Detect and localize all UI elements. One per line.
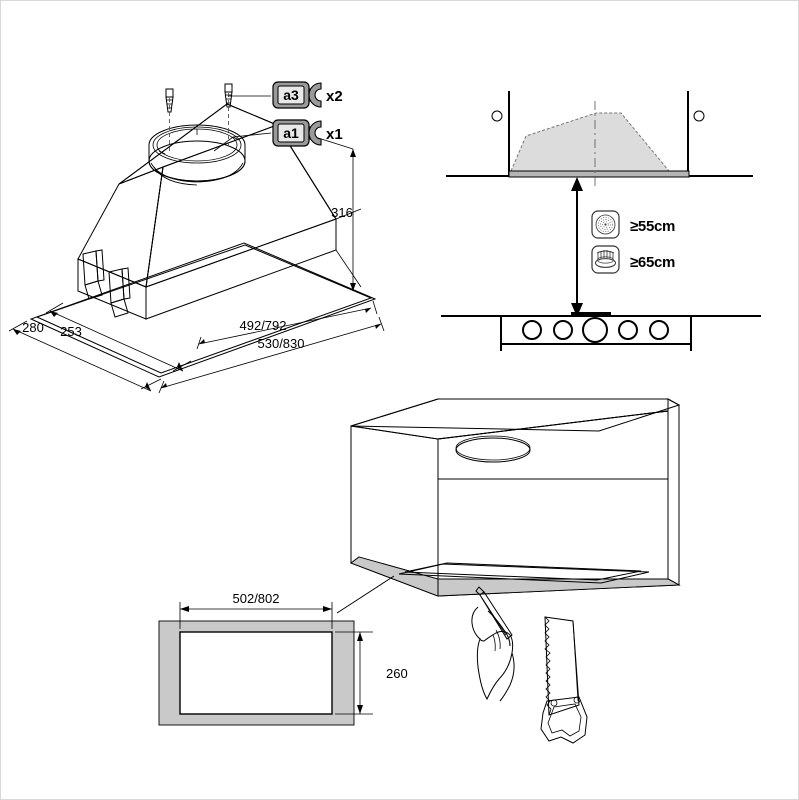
fastener-label-a3: a3 (283, 87, 299, 103)
cutout-leader-line (336, 575, 395, 614)
cabinet-box (350, 398, 681, 597)
cabinet-duct-hole (455, 437, 531, 463)
dimension-label-253: 253 (60, 324, 82, 339)
duct-collar (148, 124, 246, 186)
dimension-280 (8, 320, 162, 392)
fastener-label-a1: a1 (283, 125, 299, 141)
clearance-label-gas: ≥65cm (630, 254, 675, 271)
dimension-492-792 (196, 300, 378, 350)
hood-bottom-panel (508, 170, 690, 178)
clearance-row-gas: ≥65cm (591, 245, 675, 274)
dimension-label-492-792: 492/792 (240, 318, 287, 333)
screw-a3-icon (224, 83, 233, 108)
fastener-tag-a1[interactable]: a1 x1 (272, 119, 343, 147)
dimension-label-260: 260 (386, 666, 408, 681)
hood-flange-plate (29, 242, 377, 378)
dimension-label-502-802: 502/802 (233, 591, 280, 606)
wrench-icon (308, 82, 322, 108)
dimension-260: 260 (335, 631, 408, 715)
leader-a1 (213, 132, 272, 152)
dimension-502-802: 502/802 (179, 591, 333, 629)
dimension-label-280: 280 (22, 320, 44, 335)
hob-center-mark (571, 312, 611, 317)
hood-mounting-brackets (82, 249, 131, 318)
clearance-arrow (571, 177, 583, 317)
dimension-253 (45, 302, 192, 372)
wrench-icon-2 (308, 120, 322, 146)
clearance-row-electric: ≥55cm (591, 210, 675, 239)
clearance-label-electric: ≥55cm (630, 218, 675, 235)
dimension-label-530-830: 530/830 (258, 336, 305, 351)
hand-icon (471, 586, 515, 702)
dimension-label-316: 316 (331, 205, 353, 220)
dimension-530-830 (158, 316, 385, 394)
fastener-qty-a1: x1 (326, 126, 343, 143)
cutout-inner-opening (179, 631, 333, 715)
cabinet-wall-left (446, 91, 510, 177)
saw-icon (540, 616, 588, 744)
fastener-qty-a3: x2 (326, 88, 343, 105)
fastener-tag-a3[interactable]: a3 x2 (272, 81, 343, 109)
hob-section (441, 312, 761, 351)
cabinet-wall-right (687, 91, 753, 177)
